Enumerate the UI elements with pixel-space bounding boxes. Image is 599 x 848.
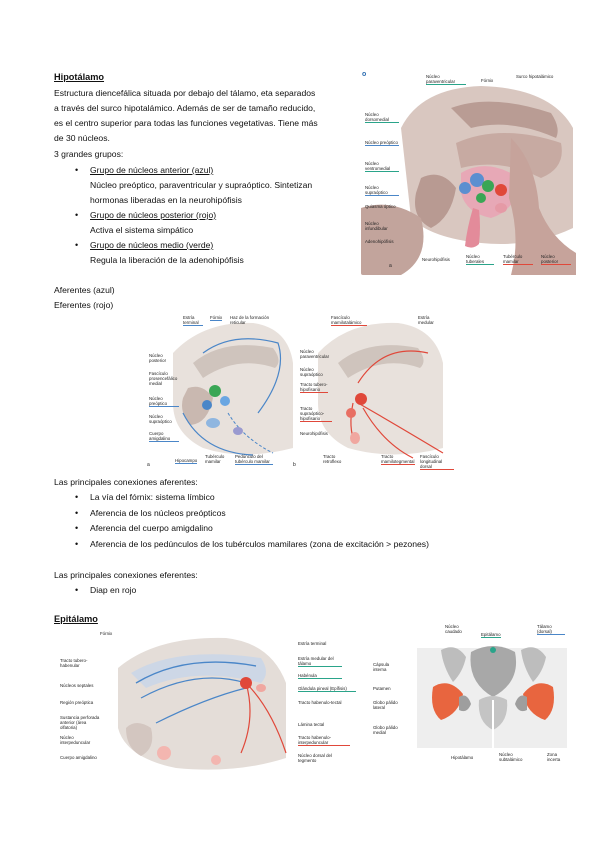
label-globo-palido-medial: Globo pálido medial — [373, 725, 398, 735]
label-region-preoptica: Región preóptica — [60, 700, 94, 705]
label-estria-terminal: Estría terminal — [183, 315, 203, 326]
coronal-section-illustration — [371, 622, 571, 772]
label-adenohipofisis: Adenohipófisis — [365, 239, 394, 244]
label-nucleo-paraventricular: Núcleo paraventricular — [426, 74, 466, 85]
label-lamina-tectal: Lámina tectal — [298, 722, 325, 727]
figure-letter-a-conn: a — [147, 462, 150, 468]
label-fornix-conn: Fórnix — [210, 315, 223, 321]
section-title-epitalamo: Epitálamo — [54, 614, 98, 624]
label-pedunculo-tuberculo-mamilar: Pedúnculo del tubérculo mamilar — [235, 454, 273, 465]
brain-sagittal-illustration — [361, 68, 580, 275]
label-nucleo-preoptico: Núcleo preóptico — [365, 140, 399, 146]
label-cuerpo-amigdalino-conn: Cuerpo amigdalino — [149, 431, 179, 442]
label-tracto-tubero-habenular: Tracto tubero-habenular — [60, 658, 88, 668]
label-cuerpo-amigdalino-epi: Cuerpo amigdalino — [60, 755, 97, 760]
label-tracto-supraopticohipofisario: Tracto supraóptico-hipofisario — [300, 406, 332, 422]
label-globo-palido-lateral: Globo pálido lateral — [373, 700, 398, 710]
label-tracto-mamilotegmental: Tracto mamilotegmental — [381, 454, 415, 465]
label-tracto-tuberohipofisario: Tracto tubero-hipofisario — [300, 382, 328, 393]
group-posterior-line-1: Activa el sistema simpático — [90, 225, 194, 235]
label-estria-terminal-epi: Estría terminal — [298, 641, 327, 646]
intro-line-2: a través del surco hipotalámico. Además … — [54, 103, 316, 113]
label-estria-medular-talamo: Estría medular del tálamo — [298, 656, 342, 667]
intro-line-3: es el centro superior para todas las fun… — [54, 118, 318, 128]
label-tracto-habenulo-interpeduncular: Tracto habenulo-interpeduncular — [298, 735, 350, 746]
label-nucleo-dorsal-tegmento: Núcleo dorsal del tegmento — [298, 753, 332, 763]
label-sustancia-perforada: Sustancia perforada anterior (área olfat… — [60, 715, 100, 730]
hypothalamus-nuclei-figure: o Núcleo paraventricular Fórnix Surco hi… — [361, 68, 580, 275]
label-epitalamo-coronal: Epitálamo — [481, 632, 501, 638]
label-nucleo-supraoptico: Núcleo supraóptico — [365, 185, 399, 196]
label-fasciculo-mamilotalamico: Fascículo mamilotalámico — [331, 315, 367, 326]
afferent-item-1: La vía del fórnix: sistema límbico — [75, 491, 215, 503]
label-fasciculo-prosencefalico: Fascículo prosencefálico medial — [149, 371, 178, 386]
efferent-item-1: Diap en rojo — [75, 584, 136, 596]
efferent-connections-heading: Las principales conexiones eferentes: — [54, 570, 198, 580]
label-surco-hipotalamico: Surco hipotalámico — [516, 74, 554, 79]
label-nucleo-tuberales: Núcleo tuberales — [466, 254, 494, 265]
label-nucleo-subtalamico: Núcleo subtalámico — [499, 752, 523, 762]
afferent-item-3: Aferencia del cuerpo amigdalino — [75, 522, 213, 534]
intro-line-1: Estructura diencefálica situada por deba… — [54, 88, 316, 98]
afferent-item-4: Aferencia de los pedúnculos de los tubér… — [75, 538, 429, 550]
label-habenula: Habénula — [298, 673, 342, 679]
label-nucleo-supraoptico-right: Núcleo supraóptico — [300, 367, 323, 377]
label-nucleo-paraventricular-conn: Núcleo paraventricular — [300, 349, 330, 359]
hypothalamus-connections-figure: Estría terminal Fórnix Haz de la formaci… — [143, 313, 455, 471]
section-title-hipotalamo: Hipotálamo — [54, 72, 105, 82]
afferents-legend: Aferentes (azul) — [54, 285, 115, 295]
label-nucleo-posterior: Núcleo posterior — [541, 254, 571, 265]
epithalamus-illustration — [56, 628, 358, 775]
label-estria-medular: Estría medular — [418, 315, 434, 325]
groups-heading: 3 grandes grupos: — [54, 149, 124, 159]
label-tracto-habenulo-tectal: Tracto habenulo-tectal — [298, 700, 342, 705]
label-nucleos-septales: Núcleos septales — [60, 683, 94, 688]
label-nucleo-preoptico-conn: Núcleo preóptico — [149, 396, 179, 407]
label-quiasma-optico: Quiasma óptico — [365, 204, 396, 209]
label-nucleo-posterior-conn: Núcleo posterior — [149, 353, 167, 363]
efferents-legend: Eferentes (rojo) — [54, 300, 114, 310]
label-tuberculo-mamilar: Tubérculo mamilar — [503, 254, 533, 265]
label-nucleo-infundibular: Núcleo infundibular — [365, 221, 388, 231]
label-tracto-retroflexo: Tracto retroflexo — [323, 454, 342, 464]
label-nucleo-interpeduncular: Núcleo interpeduncular — [60, 735, 91, 745]
label-zona-incerta: Zona incerta — [547, 752, 561, 762]
label-nucleo-supraoptico-conn: Núcleo supraóptico — [149, 414, 172, 424]
label-putamen: Putamen — [373, 686, 391, 691]
group-anterior-line-1: Núcleo preóptico, paraventricular y supr… — [90, 180, 313, 190]
label-nucleo-ventromedial: Núcleo ventromedial — [365, 161, 399, 172]
label-glandula-pineal: Glándula pineal (Epífisis) — [298, 686, 356, 692]
label-fornix-epi: Fórnix — [100, 631, 113, 636]
label-nucleo-caudado: Núcleo caudado — [445, 624, 462, 634]
label-capsula-interna: Cápsula interna — [373, 662, 390, 672]
afferent-item-2: Aferencia de los núcleos preópticos — [75, 507, 226, 519]
label-haz-formacion-reticular: Haz de la formación reticular — [230, 315, 270, 325]
label-neurohipofisis-conn: Neurohipófisis — [300, 431, 328, 436]
group-medio-line-1: Regula la liberación de la adenohipófisi… — [90, 255, 244, 265]
afferent-connections-heading: Las principales conexiones aferentes: — [54, 477, 198, 487]
group-anterior-line-2: hormonas liberadas en la neurohipófisis — [90, 195, 242, 205]
label-fasciculo-longitudinal-dorsal: Fascículo longitudinal dorsal — [420, 454, 454, 470]
figure-letter-a: a — [389, 263, 392, 269]
group-medio: Grupo de núcleos medio (verde) — [75, 239, 213, 251]
label-fornix: Fórnix — [481, 78, 494, 83]
label-talamo-dorsal: Tálamo (dorsal) — [537, 624, 565, 635]
group-anterior: Grupo de núcleos anterior (azul) — [75, 164, 213, 176]
epithalamus-sagittal-figure: Fórnix Tracto tubero-habenular Núcleos s… — [56, 628, 358, 775]
label-hipotalamo-coronal: Hipotálamo — [451, 755, 474, 760]
epithalamus-coronal-figure: Núcleo caudado Epitálamo Tálamo (dorsal)… — [371, 622, 571, 772]
figure-letter-b-conn: b — [293, 462, 296, 468]
label-tuberculo-mamilar-conn: Tubérculo mamilar — [205, 454, 225, 464]
label-neurohipofisis: Neurohipófisis — [422, 257, 450, 262]
figure-letter-o: o — [362, 71, 367, 78]
group-posterior: Grupo de núcleos posterior (rojo) — [75, 209, 216, 221]
intro-line-4: de 30 núcleos. — [54, 133, 110, 143]
label-nucleo-dorsomedial: Núcleo dorsomedial — [365, 112, 399, 123]
connections-illustration — [143, 313, 455, 471]
label-hipocampo: Hipocampo — [175, 458, 198, 464]
